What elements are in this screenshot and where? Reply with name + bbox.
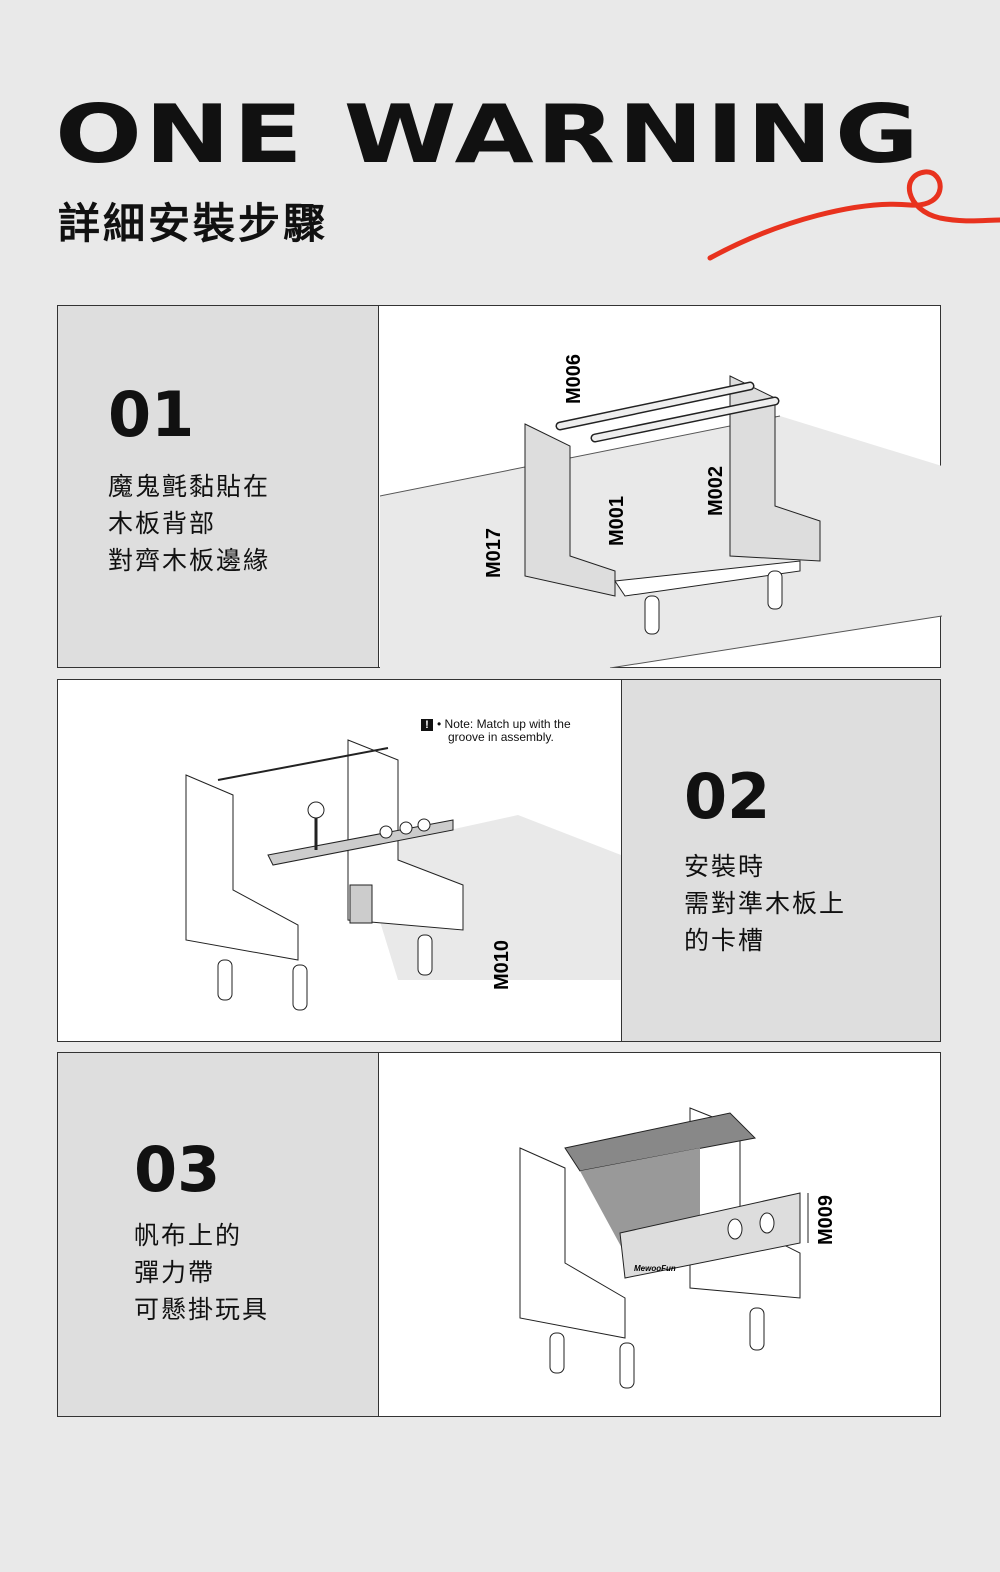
- part-label: M006: [563, 354, 585, 404]
- step-description: 安裝時 需對準木板上 的卡槽: [684, 848, 846, 959]
- line: 安裝時: [684, 852, 766, 881]
- step-number: 01: [108, 378, 195, 451]
- line: 需對準木板上: [684, 889, 847, 918]
- page-subtitle: 詳細安裝步驟: [58, 199, 329, 248]
- note-line: Note: Match up with the: [444, 717, 571, 731]
- step-1-text-area: [58, 306, 379, 667]
- step-number: 03: [134, 1133, 221, 1206]
- step-3-text-area: [58, 1053, 379, 1416]
- step-number: 02: [684, 760, 771, 833]
- step-2-illustration: M010: [185, 739, 621, 1011]
- step-1-illustration: M006 M001 M002 M017: [380, 354, 942, 668]
- brand-label: MewooFun: [634, 1264, 676, 1273]
- red-squiggle-decoration: [707, 169, 1000, 261]
- note-line: groove in assembly.: [448, 730, 554, 744]
- line: 的卡槽: [684, 926, 766, 955]
- part-label: M017: [483, 528, 505, 578]
- part-label: M009: [815, 1195, 837, 1245]
- step-1-panel: 01 魔鬼氈黏貼在 木板背部 對齊木板邊緣 M006 M001 M002 M01…: [57, 305, 942, 668]
- step-3-illustration: MewooFun M009: [519, 1107, 837, 1389]
- line: 木板背部: [108, 509, 217, 538]
- assembly-note: !• Note: Match up with the groove in ass…: [421, 718, 571, 744]
- line: 可懸掛玩具: [134, 1295, 270, 1324]
- line: 帆布上的: [134, 1221, 243, 1250]
- step-3-panel: 03 帆布上的 彈力帶 可懸掛玩具 MewooFun M009: [57, 1052, 941, 1417]
- page-title: ONE WARNING: [55, 88, 922, 181]
- step-description: 帆布上的 彈力帶 可懸掛玩具: [134, 1217, 269, 1328]
- line: 魔鬼氈黏貼在: [108, 472, 271, 501]
- part-label: M001: [606, 496, 628, 546]
- line: 彈力帶: [134, 1258, 216, 1287]
- part-label: M010: [491, 940, 513, 990]
- step-2-panel: 02 安裝時 需對準木板上 的卡槽 !• Note: Match up with…: [57, 679, 941, 1042]
- line: 對齊木板邊緣: [108, 546, 271, 575]
- step-2-text-area: [621, 680, 940, 1041]
- part-label: M002: [705, 466, 727, 516]
- step-description: 魔鬼氈黏貼在 木板背部 對齊木板邊緣: [108, 468, 270, 579]
- warning-icon: !: [421, 719, 433, 731]
